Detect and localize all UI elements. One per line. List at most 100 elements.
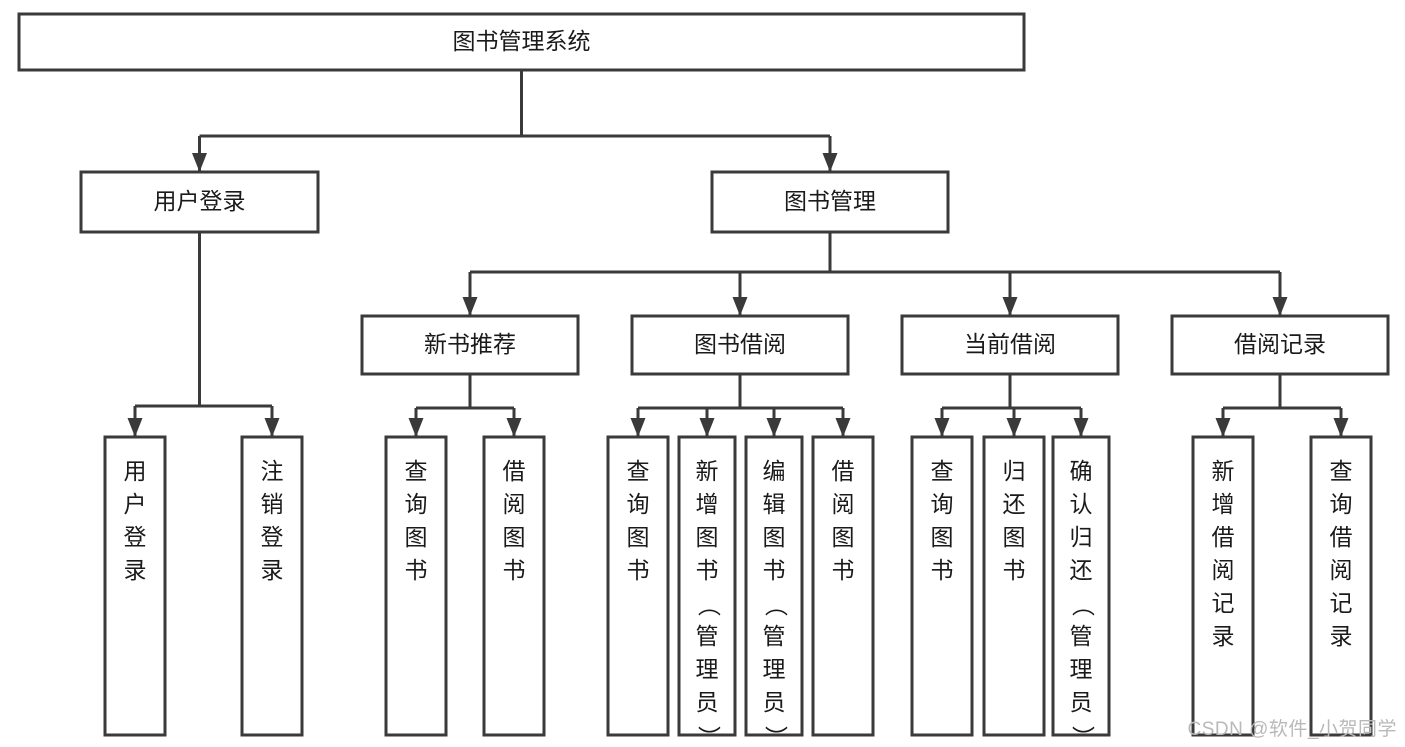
- node-label-leaf-query-book-1-char: 图: [405, 524, 428, 550]
- node-label-leaf-add-book-admin-char: （: [696, 594, 722, 617]
- node-box-leaf-edit-book-admin[interactable]: [744, 435, 804, 737]
- connector-layer: [127, 70, 1349, 437]
- node-label-leaf-confirm-return-admin-char: 认: [1070, 491, 1093, 517]
- node-box-leaf-user-logout[interactable]: [240, 435, 304, 737]
- node-label-leaf-query-book-2-char: 图: [627, 524, 650, 550]
- node-label-leaf-edit-book-admin-char: 书: [763, 557, 786, 583]
- node-box-leaf-query-book-2[interactable]: [606, 435, 670, 737]
- node-label-leaf-edit-book-admin-char: 管: [763, 623, 786, 649]
- node-label-new-book-recommend: 新书推荐: [424, 331, 516, 357]
- node-box-leaf-return-book[interactable]: [982, 435, 1046, 737]
- node-root[interactable]: 图书管理系统: [17, 12, 1026, 72]
- node-label-leaf-user-logout-char: 销: [261, 491, 284, 517]
- borrow-record-to-leaves-arrow-0: [1215, 418, 1231, 437]
- node-box-user-login[interactable]: [79, 170, 320, 234]
- bookmgmt-to-level3-arrow-3: [1272, 297, 1288, 316]
- node-label-leaf-query-borrow-record-char: 记: [1330, 590, 1353, 616]
- node-label-leaf-borrow-book-2-char: 借: [832, 458, 855, 484]
- node-label-leaf-confirm-return-admin-char: （: [1070, 594, 1096, 617]
- node-box-leaf-query-book-1[interactable]: [384, 435, 448, 737]
- node-label-leaf-query-book-1-char: 查: [405, 458, 428, 484]
- node-label-leaf-confirm-return-admin-char: ）: [1070, 726, 1096, 747]
- node-box-current-borrow[interactable]: [900, 314, 1120, 376]
- node-box-book-management[interactable]: [710, 170, 950, 234]
- node-label-leaf-add-borrow-record-char: 记: [1212, 590, 1235, 616]
- node-label-leaf-user-logout-char: 注: [261, 458, 284, 484]
- root-to-level2-arrow-0: [192, 153, 207, 172]
- node-label-leaf-borrow-book-2-char: 书: [832, 557, 855, 583]
- node-label-leaf-borrow-book-2-char: 阅: [832, 491, 855, 517]
- node-box-leaf-borrow-book-1[interactable]: [482, 435, 546, 737]
- node-label-leaf-add-book-admin-char: ）: [696, 726, 722, 747]
- node-book-borrow[interactable]: 图书借阅: [630, 314, 850, 376]
- node-box-leaf-user-login[interactable]: [103, 435, 167, 737]
- node-label-leaf-add-book-admin-char: 理: [696, 656, 719, 682]
- node-box-leaf-query-borrow-record[interactable]: [1309, 435, 1373, 737]
- node-label-leaf-query-book-1-char: 书: [405, 557, 428, 583]
- node-label-leaf-user-login-char: 登: [124, 524, 147, 550]
- node-label-leaf-edit-book-admin-char: 编: [763, 458, 786, 484]
- node-label-leaf-user-login-char: 户: [124, 491, 147, 517]
- node-layer: 图书管理系统用户登录图书管理新书推荐图书借阅当前借阅借阅记录用户登录注销登录查询…: [17, 12, 1390, 747]
- node-label-leaf-add-book-admin-char: 增: [696, 491, 719, 517]
- node-user-login[interactable]: 用户登录: [79, 170, 320, 234]
- node-box-leaf-add-book-admin[interactable]: [677, 435, 737, 737]
- node-box-root[interactable]: [17, 12, 1026, 72]
- node-label-book-management: 图书管理: [784, 188, 876, 214]
- user-login-to-leaves-arrow-0: [127, 418, 143, 437]
- node-label-leaf-user-login-char: 录: [124, 557, 147, 583]
- node-label-leaf-confirm-return-admin-char: 理: [1070, 656, 1093, 682]
- node-label-leaf-add-borrow-record-char: 增: [1212, 491, 1235, 517]
- node-label-leaf-edit-book-admin-char: 图: [763, 524, 786, 550]
- node-box-leaf-confirm-return-admin[interactable]: [1051, 435, 1111, 737]
- node-current-borrow[interactable]: 当前借阅: [900, 314, 1120, 376]
- bookmgmt-to-level3-arrow-2: [1002, 297, 1018, 316]
- borrow-record-to-leaves-arrow-1: [1333, 418, 1349, 437]
- node-label-leaf-confirm-return-admin-char: 还: [1070, 557, 1093, 583]
- node-label-leaf-user-logout-char: 登: [261, 524, 284, 550]
- node-label-leaf-user-login-char: 用: [124, 458, 147, 484]
- node-label-current-borrow: 当前借阅: [964, 331, 1056, 357]
- root-to-level2-arrow-1: [822, 153, 838, 172]
- node-new-book-recommend[interactable]: 新书推荐: [360, 314, 580, 376]
- new-book-recommend-to-leaves-arrow-0: [408, 418, 424, 437]
- node-label-leaf-add-book-admin-char: 书: [696, 557, 719, 583]
- node-label-leaf-add-book-admin-char: 员: [696, 689, 719, 715]
- node-label-leaf-add-book-admin-char: 图: [696, 524, 719, 550]
- node-label-root: 图书管理系统: [453, 28, 591, 54]
- node-box-borrow-record[interactable]: [1170, 314, 1390, 376]
- node-label-leaf-edit-book-admin-char: ）: [763, 726, 789, 747]
- node-box-leaf-borrow-book-2[interactable]: [811, 435, 875, 737]
- node-box-leaf-add-borrow-record[interactable]: [1191, 435, 1255, 737]
- node-label-leaf-query-book-2-char: 查: [627, 458, 650, 484]
- node-label-leaf-edit-book-admin-char: （: [763, 594, 789, 617]
- node-label-leaf-query-book-3-char: 图: [931, 524, 954, 550]
- node-box-leaf-query-book-3[interactable]: [910, 435, 974, 737]
- node-label-leaf-query-book-1-char: 询: [405, 491, 428, 517]
- node-borrow-record[interactable]: 借阅记录: [1170, 314, 1390, 376]
- node-label-leaf-add-book-admin-char: 新: [696, 458, 719, 484]
- node-label-leaf-add-borrow-record-char: 借: [1212, 524, 1235, 550]
- node-box-new-book-recommend[interactable]: [360, 314, 580, 376]
- node-label-leaf-query-borrow-record-char: 查: [1330, 458, 1353, 484]
- node-leaf-user-login[interactable]: 用户登录: [103, 435, 167, 737]
- user-login-to-leaves-arrow-1: [264, 418, 280, 437]
- node-label-leaf-add-borrow-record-char: 新: [1212, 458, 1235, 484]
- node-book-management[interactable]: 图书管理: [710, 170, 950, 234]
- node-label-leaf-edit-book-admin-char: 理: [763, 656, 786, 682]
- node-box-book-borrow[interactable]: [630, 314, 850, 376]
- node-label-leaf-query-book-3-char: 查: [931, 458, 954, 484]
- node-label-leaf-user-logout-char: 录: [261, 557, 284, 583]
